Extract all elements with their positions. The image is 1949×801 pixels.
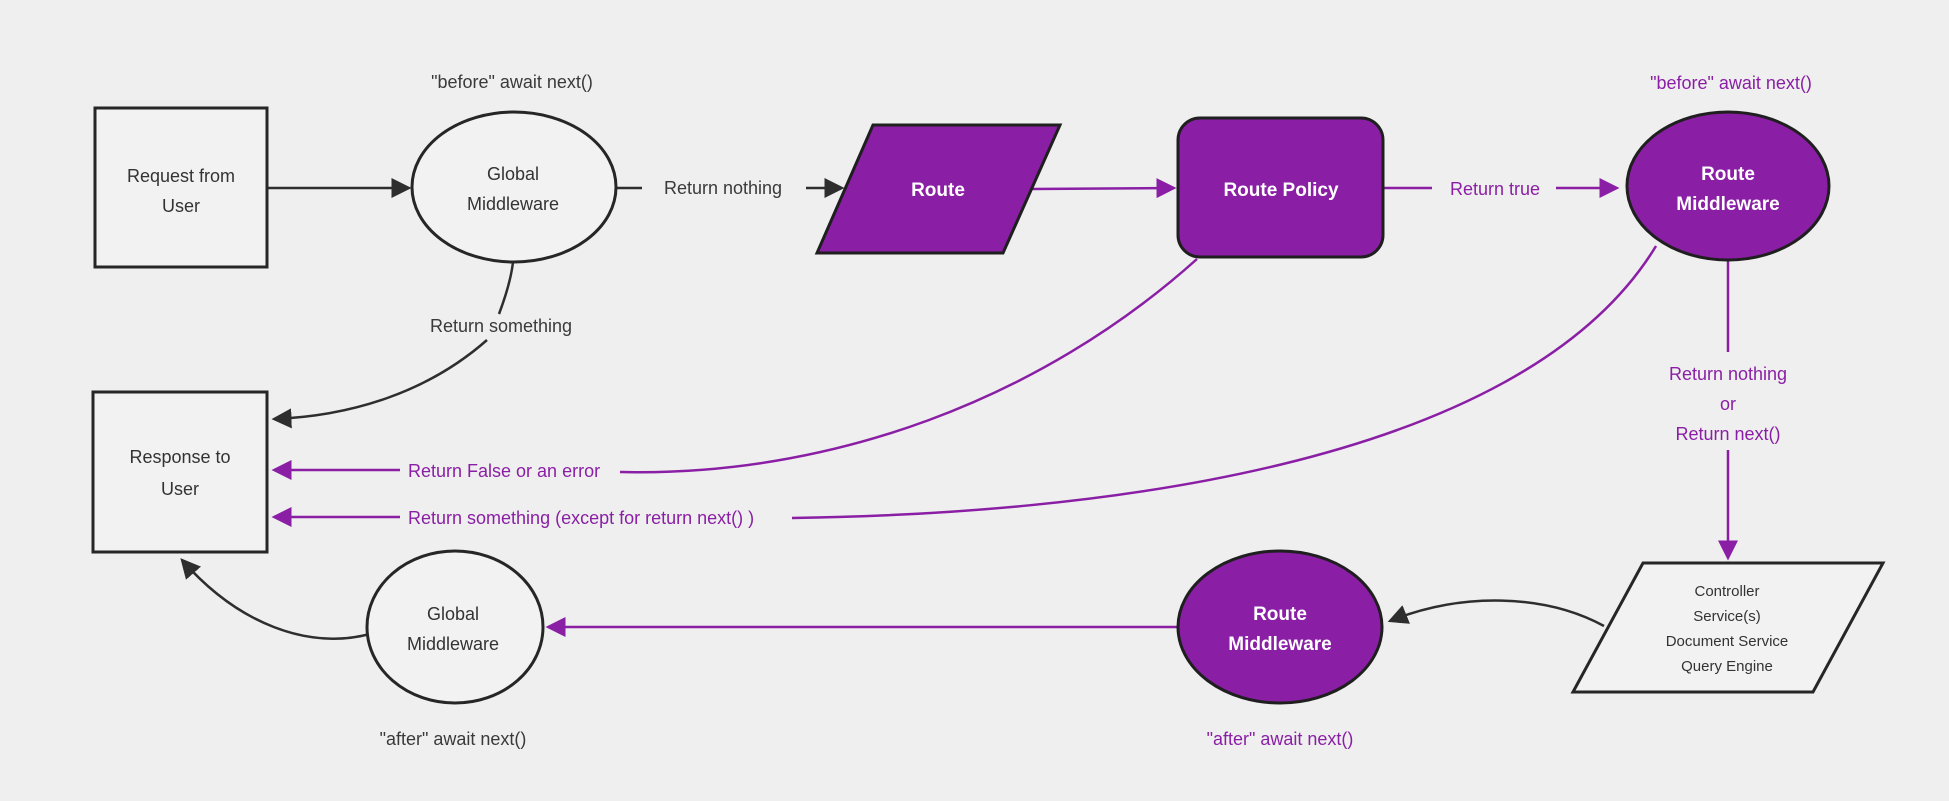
label-before-await-next-global: "before" await next() <box>431 72 593 92</box>
node-global-middleware-top-label: Middleware <box>467 194 559 214</box>
label-after-await-next-global: "after" await next() <box>380 729 527 749</box>
node-route-policy <box>1176 116 1385 259</box>
node-route-policy-label: Route Policy <box>1223 180 1339 201</box>
node-global-middleware-top <box>410 110 618 264</box>
node-route-middleware-top <box>1625 110 1831 262</box>
label-return-false-or-error: Return False or an error <box>408 461 600 481</box>
label-return-something-except: Return something (except for return next… <box>408 508 754 528</box>
node-response-to-user-label: User <box>161 479 199 499</box>
node-controller-services-label: Service(s) <box>1693 608 1761 625</box>
edge-controller-to-route-middleware-bottom <box>1387 599 1605 628</box>
edge-route-to-route-policy <box>1031 178 1177 199</box>
label-after-await-next-route: "after" await next() <box>1207 729 1354 749</box>
edge-return-something-to-response <box>271 339 488 429</box>
node-global-middleware-bottom-label: Middleware <box>407 634 499 654</box>
label-return-nothing: Return nothing <box>664 178 782 198</box>
node-global-middleware-top-label: Global <box>487 164 539 184</box>
label-return-nothing-or-next: Return nothing <box>1669 364 1787 384</box>
node-route-middleware-top-label: Middleware <box>1676 194 1779 215</box>
node-route <box>814 123 1063 255</box>
label-return-nothing-or-next: Return next() <box>1675 424 1780 444</box>
edge-global-middleware-bottom-to-response <box>180 558 371 640</box>
node-request-from-user-label: User <box>162 196 200 216</box>
label-return-nothing-or-next: or <box>1720 394 1736 414</box>
edge-return-something-stub <box>497 261 515 315</box>
node-route-middleware-bottom-label: Middleware <box>1228 634 1331 655</box>
node-controller-services <box>1570 561 1886 694</box>
node-controller-services-label: Controller <box>1694 583 1759 600</box>
node-request-from-user <box>93 106 269 269</box>
node-request-from-user-label: Request from <box>127 166 235 186</box>
node-response-to-user-label: Response to <box>129 447 230 467</box>
label-return-something: Return something <box>430 316 572 336</box>
node-response-to-user <box>91 390 269 554</box>
node-route-middleware-bottom-label: Route <box>1253 604 1307 625</box>
node-route-middleware-bottom <box>1176 549 1384 705</box>
node-global-middleware-bottom <box>365 549 545 705</box>
label-before-await-next-route: "before" await next() <box>1650 73 1812 93</box>
edge-route-policy-return-false-curve <box>619 258 1198 474</box>
node-controller-services-label: Query Engine <box>1681 658 1773 675</box>
label-return-true: Return true <box>1450 179 1540 199</box>
node-route-middleware-top-label: Route <box>1701 164 1755 185</box>
edge-route-middleware-return-something-curve <box>791 245 1658 520</box>
node-route-label: Route <box>911 180 965 201</box>
node-controller-services-label: Document Service <box>1666 633 1789 650</box>
node-global-middleware-bottom-label: Global <box>427 604 479 624</box>
